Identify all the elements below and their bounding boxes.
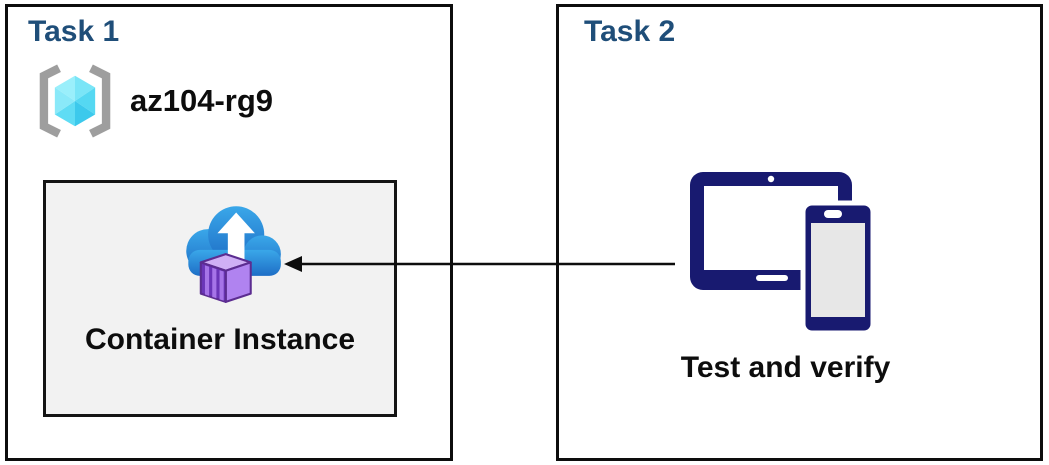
resource-group-name: az104-rg9 [130, 83, 274, 118]
container-instance-box: Container Instance [43, 180, 397, 417]
device-label: Test and verify [680, 351, 891, 384]
container-instance-icon [186, 206, 281, 303]
container-instance-label: Container Instance [84, 323, 356, 356]
task2-title: Task 2 [584, 15, 676, 48]
task1-box: Task 1 az104-rg9 [5, 4, 453, 461]
task2-box: Task 2 Test and verify [556, 4, 1043, 461]
devices-icon [690, 172, 876, 336]
resource-group-icon [39, 64, 111, 138]
task1-title: Task 1 [28, 15, 120, 48]
resource-group: az104-rg9 [32, 59, 273, 143]
